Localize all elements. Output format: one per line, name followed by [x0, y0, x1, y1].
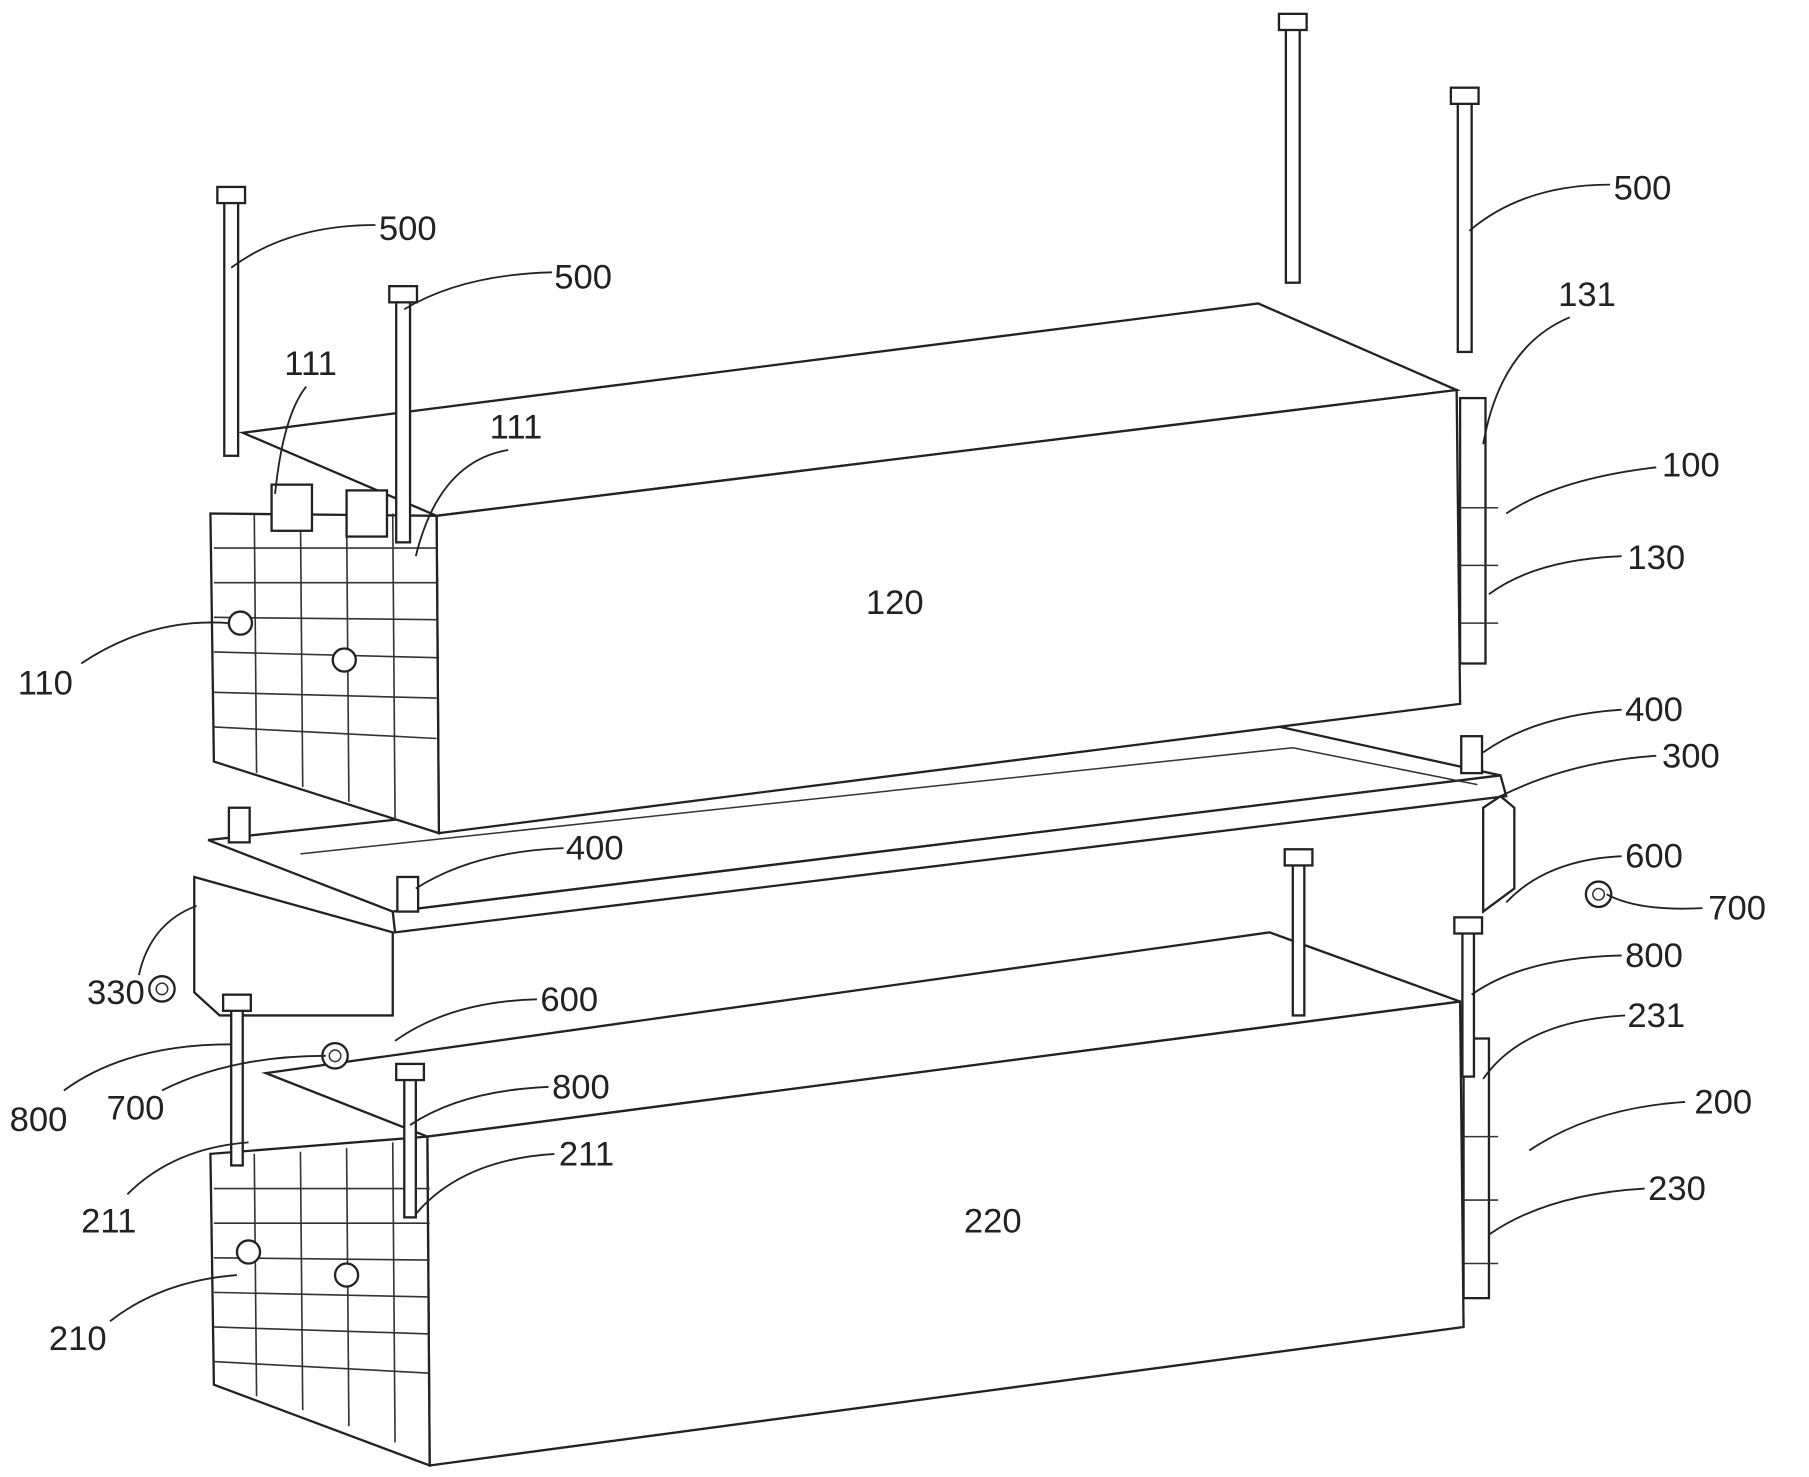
label-slot-211: 211	[559, 1135, 614, 1173]
label-slot-211: 211	[81, 1202, 136, 1240]
label-bracket-130: 130	[1627, 539, 1685, 577]
label-bolt-800: 800	[1625, 937, 1683, 975]
label-bracket-210: 210	[49, 1320, 107, 1358]
label-hole-231: 231	[1627, 997, 1685, 1035]
label-bracket-110: 110	[18, 665, 73, 703]
label-bolt-500: 500	[554, 258, 612, 296]
label-bolt-800: 800	[552, 1069, 610, 1107]
label-plate-600: 600	[1625, 838, 1683, 876]
label-module-100: 100	[1662, 447, 1720, 485]
label-cell-120: 120	[866, 584, 924, 622]
label-standoff-400: 400	[566, 830, 624, 868]
label-frame-330: 330	[87, 974, 145, 1012]
label-nut-700: 700	[1708, 890, 1766, 928]
label-standoff-400: 400	[1625, 691, 1683, 729]
label-bolt-800: 800	[10, 1101, 68, 1139]
label-hole-131: 131	[1558, 276, 1616, 314]
label-bolt-500: 500	[379, 210, 437, 248]
label-plate-600: 600	[540, 981, 598, 1019]
label-nut-700: 700	[107, 1089, 165, 1127]
label-bracket-230: 230	[1648, 1170, 1706, 1208]
label-bolt-500: 500	[1614, 170, 1672, 208]
label-frame-300: 300	[1662, 737, 1720, 775]
label-cell-220: 220	[964, 1202, 1022, 1240]
label-module-200: 200	[1694, 1084, 1752, 1122]
label-slot-111: 111	[490, 408, 543, 446]
label-slot-111: 111	[284, 345, 337, 383]
